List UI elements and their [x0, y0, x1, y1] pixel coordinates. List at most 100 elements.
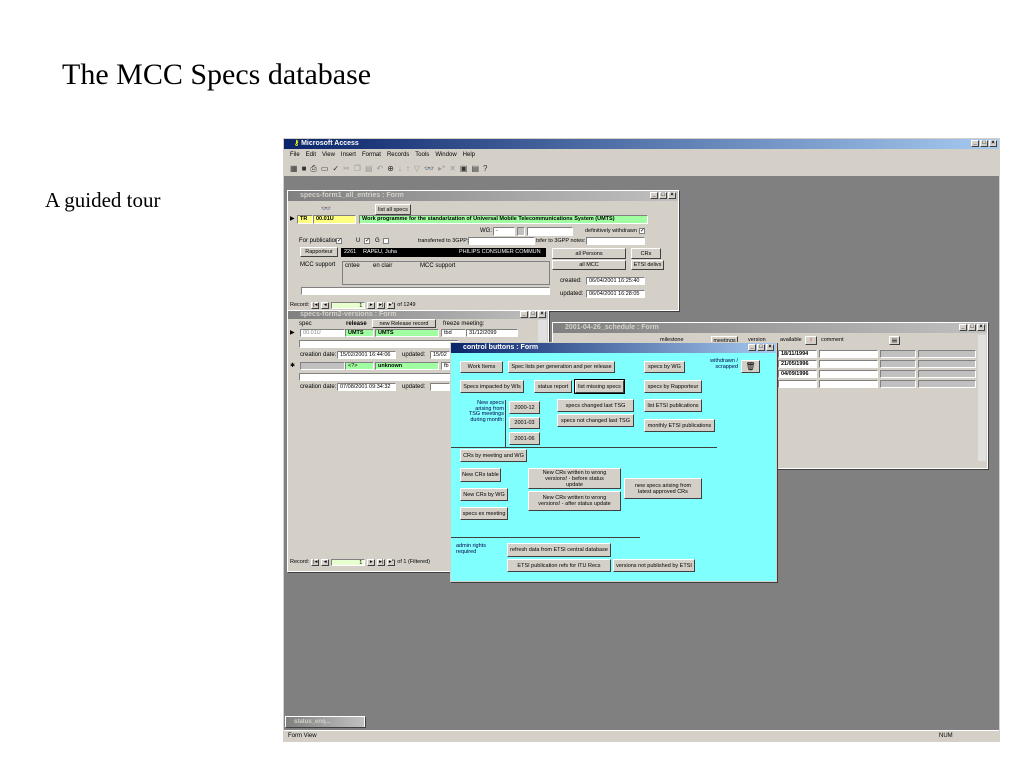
first-record-button[interactable]: |◂	[311, 301, 320, 309]
maximize-button[interactable]: □	[757, 344, 765, 351]
crs-by-meeting-button[interactable]: CRs by meeting and WG	[460, 449, 527, 462]
new-record-icon[interactable]: ▸*	[438, 164, 446, 173]
list-missing-specs-button[interactable]: list missing specs	[574, 379, 625, 394]
available-date-field[interactable]: 21/05/1996	[778, 360, 817, 368]
filter-icon[interactable]: ▽	[413, 164, 421, 173]
menu-tools[interactable]: Tools	[415, 152, 430, 158]
preview-icon[interactable]: ▭	[320, 164, 329, 173]
close-button[interactable]: ×	[538, 311, 546, 318]
spelling-icon[interactable]: ✓	[332, 164, 340, 173]
minimize-button[interactable]: _	[650, 192, 658, 199]
month-2000-12-button[interactable]: 2000-12	[509, 401, 540, 414]
menu-file[interactable]: File	[290, 152, 300, 158]
version-spec-field[interactable]: 00.01U	[300, 329, 345, 337]
spec-lists-button[interactable]: Spec lists per generation and per releas…	[508, 361, 615, 373]
freeze-date-field[interactable]: 31/12/2099	[466, 329, 518, 337]
freeze-meeting-field[interactable]: tbd	[441, 329, 466, 337]
monthly-etsi-publications-button[interactable]: monthly ETSI publications	[644, 419, 715, 432]
version-spec-field[interactable]	[300, 362, 345, 370]
record-number-field[interactable]: 1	[331, 301, 366, 309]
close-button[interactable]: ×	[977, 324, 985, 331]
record-number-field[interactable]: 1	[331, 558, 366, 566]
save-icon[interactable]: ■	[301, 164, 307, 173]
creation-date-field[interactable]: 07/08/2001 09:34:32	[337, 383, 396, 391]
paste-icon[interactable]: ▤	[364, 164, 373, 173]
all-persons-button[interactable]: all Persons	[552, 248, 626, 259]
work-items-button[interactable]: Work Items	[460, 361, 503, 373]
new-record-button[interactable]: ▸*	[387, 301, 396, 309]
crs-button[interactable]: CRs	[631, 248, 661, 259]
specs-ex-meeting-button[interactable]: specs ex meeting	[460, 507, 508, 520]
minimize-button[interactable]: _	[748, 344, 756, 351]
schedule-scrollbar[interactable]	[978, 335, 986, 461]
available-date-field[interactable]	[778, 380, 817, 388]
prev-record-button[interactable]: ◂	[321, 301, 330, 309]
first-record-button[interactable]: |◂	[311, 558, 320, 566]
etsi-delivs-button[interactable]: ETSI delivs	[631, 260, 664, 270]
versions-not-published-button[interactable]: versions not published by ETSI	[613, 559, 695, 572]
next-record-button[interactable]: ▸	[367, 558, 376, 566]
copy-icon[interactable]: ❐	[353, 164, 361, 173]
print-icon[interactable]: ⎙	[310, 164, 317, 173]
spec-type-field[interactable]: TR	[297, 215, 313, 224]
mcc-support-subform[interactable]: cntee en clair MCC support	[342, 261, 550, 285]
new-crs-by-wg-button[interactable]: New CRs by WG	[460, 488, 508, 501]
month-2001-03-button[interactable]: 2001-03	[509, 417, 540, 429]
specs-impacted-button[interactable]: Specs impacted by WIs	[460, 380, 524, 393]
close-button[interactable]: ×	[668, 192, 676, 199]
comment-field[interactable]	[819, 370, 878, 378]
wg-field[interactable]: -	[493, 227, 515, 236]
available-date-field[interactable]: 04/09/1996	[778, 370, 817, 378]
cut-icon[interactable]: ✂	[343, 164, 350, 173]
new-specs-latest-crs-button[interactable]: new specs arising from latest approved C…	[624, 478, 702, 499]
last-record-button[interactable]: ▸|	[377, 301, 386, 309]
maximize-button[interactable]: □	[659, 192, 667, 199]
view-icon[interactable]: ▦	[290, 164, 298, 173]
find-icon[interactable]: 👓	[424, 164, 435, 173]
undo-icon[interactable]: ↶	[376, 164, 384, 173]
month-2001-06-button[interactable]: 2001-06	[509, 432, 540, 445]
updated-field[interactable]: 06/04/2001 16:28:05	[586, 290, 645, 298]
available-date-field[interactable]: 18/11/1994	[778, 350, 817, 358]
export-icon[interactable]: ▤	[889, 336, 900, 345]
list-etsi-publications-button[interactable]: list ETSI publications	[644, 399, 702, 412]
close-button[interactable]: ×	[989, 140, 997, 147]
transferred-field[interactable]	[468, 237, 535, 245]
list-all-specs-button[interactable]: list all specs	[375, 204, 411, 215]
spec-number-field[interactable]: 00.01U	[313, 215, 356, 224]
maximize-button[interactable]: □	[529, 311, 537, 318]
comment-field[interactable]	[819, 350, 878, 358]
last-record-button[interactable]: ▸|	[377, 558, 386, 566]
menu-help[interactable]: Help	[462, 152, 475, 158]
notes-field[interactable]	[301, 287, 550, 295]
release-combo[interactable]: UMTS	[375, 329, 439, 337]
prev-record-button[interactable]: ◂	[321, 558, 330, 566]
release-combo[interactable]: unknown	[375, 362, 439, 370]
spec-title-field[interactable]: Work programme for the standarization of…	[359, 215, 648, 224]
created-field[interactable]: 06/04/2001 16:25:40	[586, 277, 645, 285]
withdrawn-checkbox[interactable]: ✓	[639, 228, 646, 234]
updated-field[interactable]	[430, 383, 450, 391]
specs-by-rapporteur-button[interactable]: specs by Rapporteur	[644, 380, 702, 393]
hyperlink-icon[interactable]: ⊕	[387, 164, 394, 173]
new-release-record-button[interactable]: new Release record	[372, 319, 436, 328]
wrong-versions-before-button[interactable]: New CRs written to wrong versions! - bef…	[528, 468, 621, 489]
maximize-button[interactable]: □	[980, 140, 988, 147]
close-button[interactable]: ×	[766, 344, 774, 351]
record-selector-icon[interactable]: ▶	[290, 216, 295, 222]
for-publication-checkbox[interactable]: ✓	[336, 238, 343, 244]
menu-view[interactable]: View	[322, 152, 335, 158]
alert-printer-icon[interactable]: !	[805, 336, 817, 345]
g-checkbox[interactable]	[383, 238, 389, 244]
specs-not-changed-button[interactable]: specs not changed last TSG	[557, 414, 634, 427]
comment-field[interactable]	[819, 360, 878, 368]
next-record-button[interactable]: ▸	[367, 301, 376, 309]
specs-changed-button[interactable]: specs changed last TSG	[557, 399, 634, 412]
wg-name-field[interactable]	[527, 227, 573, 236]
menu-records[interactable]: Records	[386, 152, 410, 158]
release-code-field[interactable]: <?>	[345, 362, 374, 370]
wrong-versions-after-button[interactable]: New CRs written to wrong versions! - aft…	[528, 491, 621, 511]
binoculars-icon[interactable]: 👓	[321, 204, 331, 213]
specs-by-wg-button[interactable]: specs by WG	[644, 361, 685, 373]
all-mcc-button[interactable]: all MCC	[552, 260, 626, 270]
